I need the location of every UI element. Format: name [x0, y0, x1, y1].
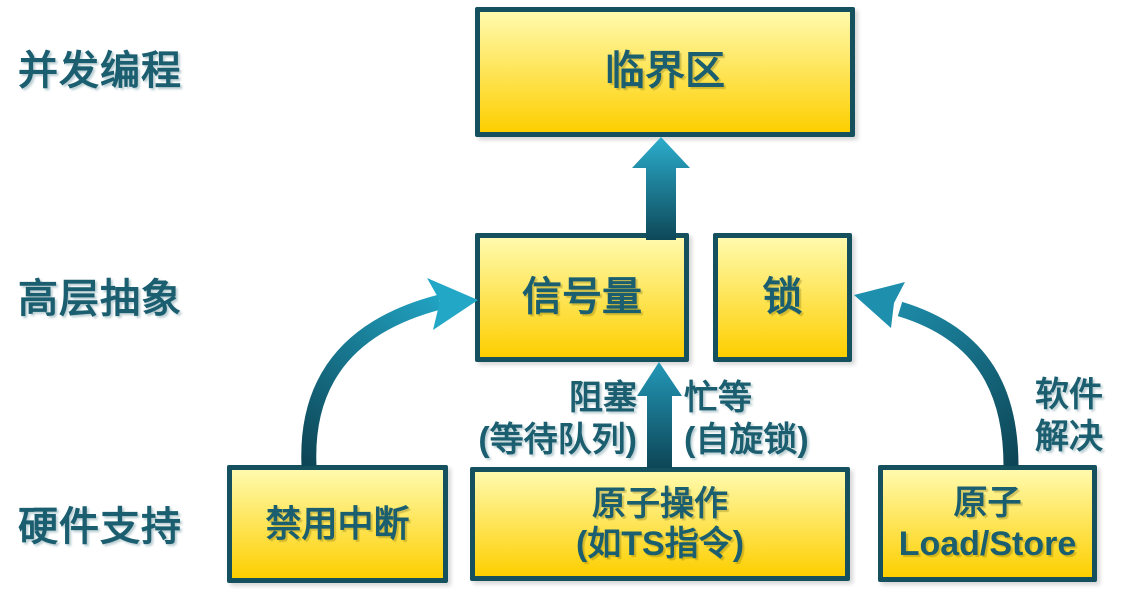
semaphore-box: 信号量	[475, 233, 689, 362]
arrow-semaphore-to-critical-icon	[632, 137, 690, 240]
row-label-hardware-support: 硬件支持	[18, 505, 182, 549]
atomic-load-store-label-line1: 原子	[953, 484, 1022, 523]
arrow-load-store-to-lock-head-icon	[854, 282, 905, 328]
row-label-high-level-abstraction: 高层抽象	[18, 277, 182, 321]
lock-label: 锁	[762, 274, 803, 319]
disable-interrupts-label: 禁用中断	[265, 502, 410, 544]
blocking-wait-queue-label: 阻塞 (等待队列)	[420, 377, 637, 461]
blocking-label-line2: (等待队列)	[478, 421, 637, 459]
atomic-operation-label-line2: (如TS指令)	[575, 525, 745, 563]
busy-wait-label-line2: (自旋锁)	[684, 421, 809, 459]
software-solution-label: 软件 解决	[1035, 374, 1103, 458]
critical-section-label: 临界区	[605, 49, 725, 94]
semaphore-label: 信号量	[522, 274, 642, 319]
atomic-load-store-box: 原子 Load/Store	[878, 465, 1097, 582]
arrow-disable-interrupts-to-semaphore-head-icon	[427, 278, 478, 330]
critical-section-box: 临界区	[475, 7, 855, 137]
busy-wait-spinlock-label: 忙等 (自旋锁)	[684, 377, 809, 461]
lock-box: 锁	[713, 233, 852, 362]
atomic-operation-box: 原子操作 (如TS指令)	[470, 467, 850, 581]
atomic-load-store-label-line2: Load/Store	[898, 524, 1077, 563]
disable-interrupts-box: 禁用中断	[227, 465, 448, 583]
software-solution-label-line2: 解决	[1035, 418, 1103, 456]
row-label-concurrent-programming: 并发编程	[18, 49, 182, 93]
software-solution-label-line1: 软件	[1035, 376, 1103, 414]
atomic-operation-label-line1: 原子操作	[592, 484, 728, 523]
arrow-load-store-to-lock-icon	[897, 301, 1019, 467]
blocking-label-line1: 阻塞	[569, 379, 637, 417]
busy-wait-label-line1: 忙等	[684, 379, 752, 417]
arrow-atomic-to-semaphore-icon	[637, 362, 682, 468]
